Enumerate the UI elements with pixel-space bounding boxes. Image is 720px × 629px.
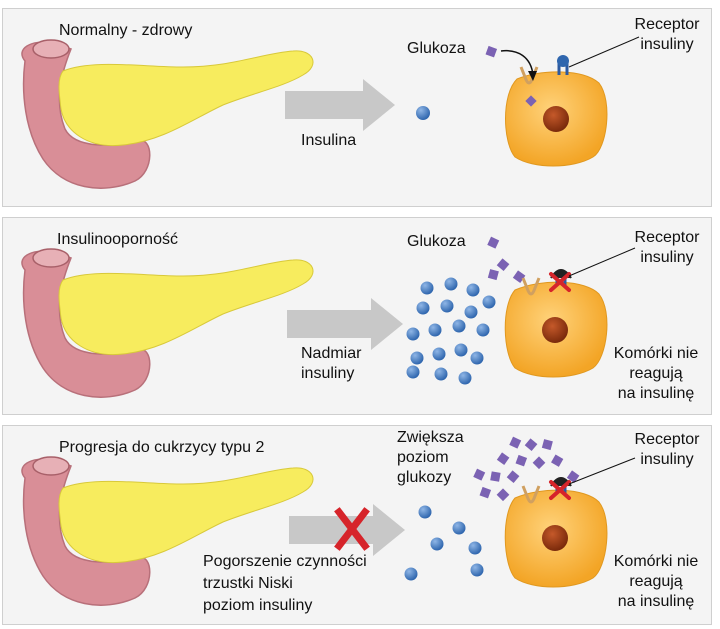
receptor-label-line1: Receptor xyxy=(634,229,700,246)
receptor-label-line2: insuliny xyxy=(640,451,694,468)
cell xyxy=(504,269,608,378)
receptor-label-line1: Receptor xyxy=(634,431,700,448)
arrow-label-line2: insuliny xyxy=(301,365,355,382)
pancreas-illustration xyxy=(21,248,314,398)
receptor-label-line2: insuliny xyxy=(640,36,694,53)
blocked-cross-icon xyxy=(549,480,571,500)
panel-type2-progression-art xyxy=(21,436,636,606)
duodenum-opening xyxy=(32,456,70,476)
cell-label-line1: Komórki nie xyxy=(613,345,699,362)
cell-label-line1: Komórki nie xyxy=(613,553,699,570)
receptor-label-line2: insuliny xyxy=(640,249,694,266)
duodenum-opening xyxy=(32,248,70,268)
pancreas-body xyxy=(58,50,314,147)
arrow-label-line3: poziom insuliny xyxy=(203,597,313,614)
panel-normal: Normalny - zdrowy Insulina Glukoza Recep… xyxy=(2,8,712,207)
glucose-label: Glukoza xyxy=(407,40,466,57)
receptor-left xyxy=(521,485,541,504)
receptor-right xyxy=(557,55,569,75)
receptor-left xyxy=(521,277,541,296)
blocked-cross-icon xyxy=(334,507,370,551)
arrow-label-line2: trzustki Niski xyxy=(203,575,293,592)
panel-title: Normalny - zdrowy xyxy=(59,22,193,39)
nucleus xyxy=(542,525,568,551)
panel-normal-art xyxy=(21,36,640,189)
cell-label-line2: reagują xyxy=(629,573,683,590)
pancreas-illustration xyxy=(21,456,314,606)
process-arrow xyxy=(285,79,395,131)
insulin-molecule xyxy=(416,106,430,120)
arrow-label-line1: Nadmiar xyxy=(301,345,362,362)
glucose-label-line3: glukozy xyxy=(397,469,452,486)
insulin-molecules xyxy=(404,505,484,581)
cell-label-line3: na insulinę xyxy=(617,385,695,402)
insulin-molecules xyxy=(406,277,496,385)
cell-label-line3: na insulinę xyxy=(617,593,695,610)
glucose-label-line1: Zwiększa xyxy=(397,429,464,446)
glucose-label: Glukoza xyxy=(407,233,466,250)
blocked-cross-icon xyxy=(549,272,571,292)
arrow-label: Insulina xyxy=(301,132,357,149)
receptor-callout-line xyxy=(568,247,636,277)
panel-insulin-resistance: Insulinooporność Nadmiar insuliny Glukoz… xyxy=(2,217,712,415)
receptor-callout-line xyxy=(568,457,636,485)
panel-insulin-resistance-art xyxy=(21,236,636,398)
pancreas-illustration xyxy=(21,39,314,189)
panel-title: Progresja do cukrzycy typu 2 xyxy=(59,439,265,456)
panel-title: Insulinooporność xyxy=(57,231,178,248)
pancreas-body xyxy=(58,467,314,564)
glucose-molecules xyxy=(487,236,526,283)
receptor-label-line1: Receptor xyxy=(634,16,700,33)
duodenum-opening xyxy=(32,39,70,59)
pancreas-body xyxy=(58,259,314,356)
nucleus xyxy=(542,317,568,343)
panel-type2-progression: Progresja do cukrzycy typu 2 Zwiększa po… xyxy=(2,425,712,625)
glucose-label-line2: poziom xyxy=(397,449,449,466)
receptor-callout-line xyxy=(568,36,640,68)
cell xyxy=(504,477,608,588)
nucleus xyxy=(543,106,569,132)
glucose-molecule xyxy=(485,45,498,58)
glucose-entry-arrow xyxy=(500,49,534,76)
cell xyxy=(505,55,608,167)
arrow-label-line1: Pogorszenie czynności xyxy=(203,553,367,570)
cell-label-line2: reagują xyxy=(629,365,683,382)
process-arrow xyxy=(287,298,403,350)
